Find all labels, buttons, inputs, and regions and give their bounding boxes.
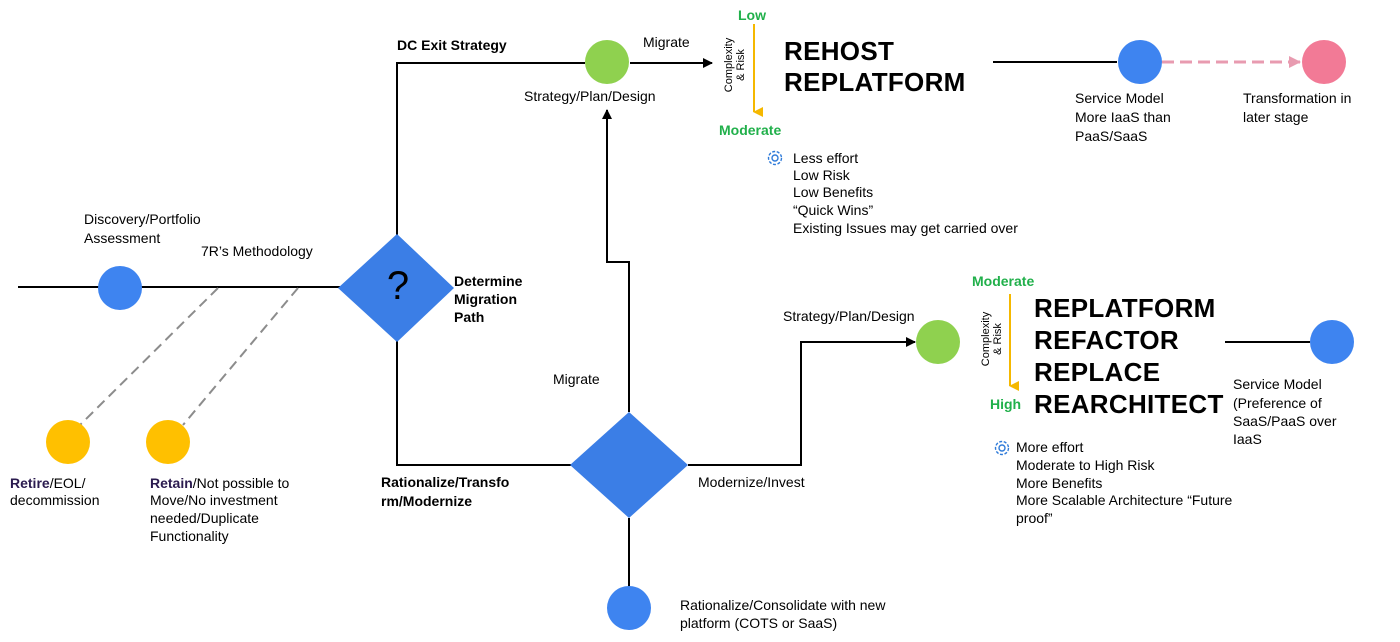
refactor-label: REFACTOR xyxy=(1034,325,1179,355)
gear-icon xyxy=(767,150,783,166)
determine-label-2: Migration xyxy=(454,291,517,307)
service-right-line2: (Preference of xyxy=(1233,395,1322,411)
service-top-line3: PaaS/SaaS xyxy=(1075,128,1148,144)
benefits-right-1: More effort xyxy=(1016,439,1084,455)
decision-question-mark: ? xyxy=(386,264,410,308)
consolidate-node xyxy=(607,586,651,630)
assessment-label: Assessment xyxy=(84,230,161,246)
service-right-line3: SaaS/PaaS over xyxy=(1233,413,1337,429)
retain-rest: /Not possible to xyxy=(192,475,290,491)
high-label: High xyxy=(990,396,1022,412)
migrate-up-arrow xyxy=(602,109,630,412)
service-top-node xyxy=(1118,40,1162,84)
benefits-top-4: “Quick Wins” xyxy=(793,202,874,218)
retire-line2: decommission xyxy=(10,492,100,508)
service-right-node xyxy=(1310,320,1354,364)
retain-label: Retain/Not possible to xyxy=(150,474,289,492)
retire-label: Retire/EOL/ xyxy=(10,474,85,492)
rationalize-line1: Rationalize/Transfo xyxy=(381,474,510,490)
retain-line3: needed/Duplicate xyxy=(150,510,259,526)
rehost-label: REHOST xyxy=(784,36,895,66)
service-right-line4: IaaS xyxy=(1233,431,1262,447)
retain-node xyxy=(146,420,190,464)
complexity-top-line-2: & Risk xyxy=(735,49,747,81)
rationalize-diamond xyxy=(570,412,688,518)
decision-diamond xyxy=(338,234,454,342)
retire-dashed-line xyxy=(79,287,219,426)
retain-line4: Functionality xyxy=(150,528,229,544)
determine-label-3: Path xyxy=(454,309,485,325)
retire-rest: /EOL/ xyxy=(49,475,86,491)
complexity-top-line-1: Complexity xyxy=(723,37,735,93)
strategy-right-label: Strategy/Plan/Design xyxy=(783,308,915,324)
dc-exit-label: DC Exit Strategy xyxy=(397,37,507,53)
moderate-top-label: Moderate xyxy=(719,122,782,138)
transformation-line1: Transformation in xyxy=(1243,90,1352,106)
retain-dashed-line xyxy=(182,287,299,426)
modernize-arrow xyxy=(688,337,916,466)
benefits-right-2: Moderate to High Risk xyxy=(1016,457,1155,473)
strategy-top-node xyxy=(585,40,629,84)
benefits-right-3: More Benefits xyxy=(1016,475,1103,491)
gear-icon xyxy=(994,440,1010,456)
retire-node xyxy=(46,420,90,464)
consolidate-line1: Rationalize/Consolidate with new xyxy=(680,597,886,613)
complexity-right-line-1: Complexity xyxy=(980,311,992,367)
strategy-right-node xyxy=(916,320,960,364)
retire-bold: Retire xyxy=(10,475,50,491)
service-right-line1: Service Model xyxy=(1233,376,1322,392)
consolidate-line2: platform (COTS or SaaS) xyxy=(680,615,838,631)
discovery-label: Discovery/Portfolio xyxy=(84,211,201,227)
complexity-top-label: Complexity & Risk xyxy=(723,35,749,95)
discovery-node xyxy=(98,266,142,310)
low-label: Low xyxy=(738,7,766,23)
determine-label-1: Determine xyxy=(454,273,523,289)
migrate-mid-label: Migrate xyxy=(553,371,600,387)
methodology-label: 7R’s Methodology xyxy=(201,243,313,259)
strategy-top-label: Strategy/Plan/Design xyxy=(524,88,656,104)
service-top-line1: Service Model xyxy=(1075,90,1164,106)
dc-exit-line xyxy=(396,62,585,238)
rationalize-line xyxy=(396,338,572,466)
replace-label: REPLACE xyxy=(1034,357,1161,387)
migrate-top-label: Migrate xyxy=(643,34,690,50)
benefits-top-1: Less effort xyxy=(793,150,859,166)
transformation-line2: later stage xyxy=(1243,109,1309,125)
retain-bold: Retain xyxy=(150,475,193,491)
benefits-top-3: Low Benefits xyxy=(793,184,874,200)
service-top-line2: More IaaS than xyxy=(1075,109,1171,125)
benefits-top-2: Low Risk xyxy=(793,167,850,183)
replatform-right-label: REPLATFORM xyxy=(1034,293,1216,323)
complexity-right-line-2: & Risk xyxy=(992,323,1004,355)
retain-line2: Move/No investment xyxy=(150,492,278,508)
moderate-right-label: Moderate xyxy=(972,273,1035,289)
benefits-top-5: Existing Issues may get carried over xyxy=(793,220,1018,236)
rearchitect-label: REARCHITECT xyxy=(1034,389,1224,419)
benefits-right-4: More Scalable Architecture “Future xyxy=(1016,492,1233,508)
rationalize-line2: rm/Modernize xyxy=(381,493,473,509)
complexity-right-label: Complexity & Risk xyxy=(980,309,1006,369)
modernize-label: Modernize/Invest xyxy=(698,474,805,490)
benefits-right-5: proof” xyxy=(1016,510,1053,526)
replatform-top-label: REPLATFORM xyxy=(784,67,966,97)
transformation-node xyxy=(1302,40,1346,84)
